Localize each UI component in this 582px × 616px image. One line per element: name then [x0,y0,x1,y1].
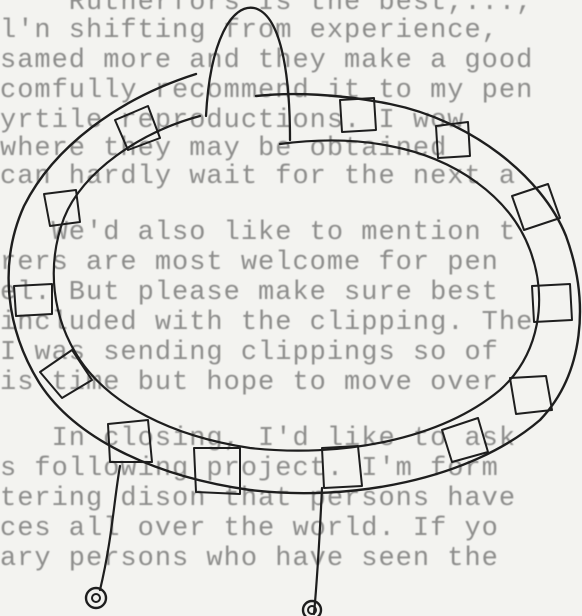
drawing-strokes [9,8,580,616]
track-tab [115,106,160,150]
track-tab [40,350,92,398]
track-tab [14,284,52,316]
left-string-knot-inner [92,594,100,602]
track-tab [512,184,560,230]
loop-track-outline [9,74,580,493]
right-string [314,488,322,614]
left-string [100,466,120,590]
track-tab [442,418,488,462]
track-tab [340,98,376,132]
track-tab [510,376,552,414]
top-arch [206,8,290,140]
track-tab [436,122,470,158]
track-tab [322,446,362,488]
left-string-knot [86,588,106,608]
loop-track-inner [54,116,539,451]
